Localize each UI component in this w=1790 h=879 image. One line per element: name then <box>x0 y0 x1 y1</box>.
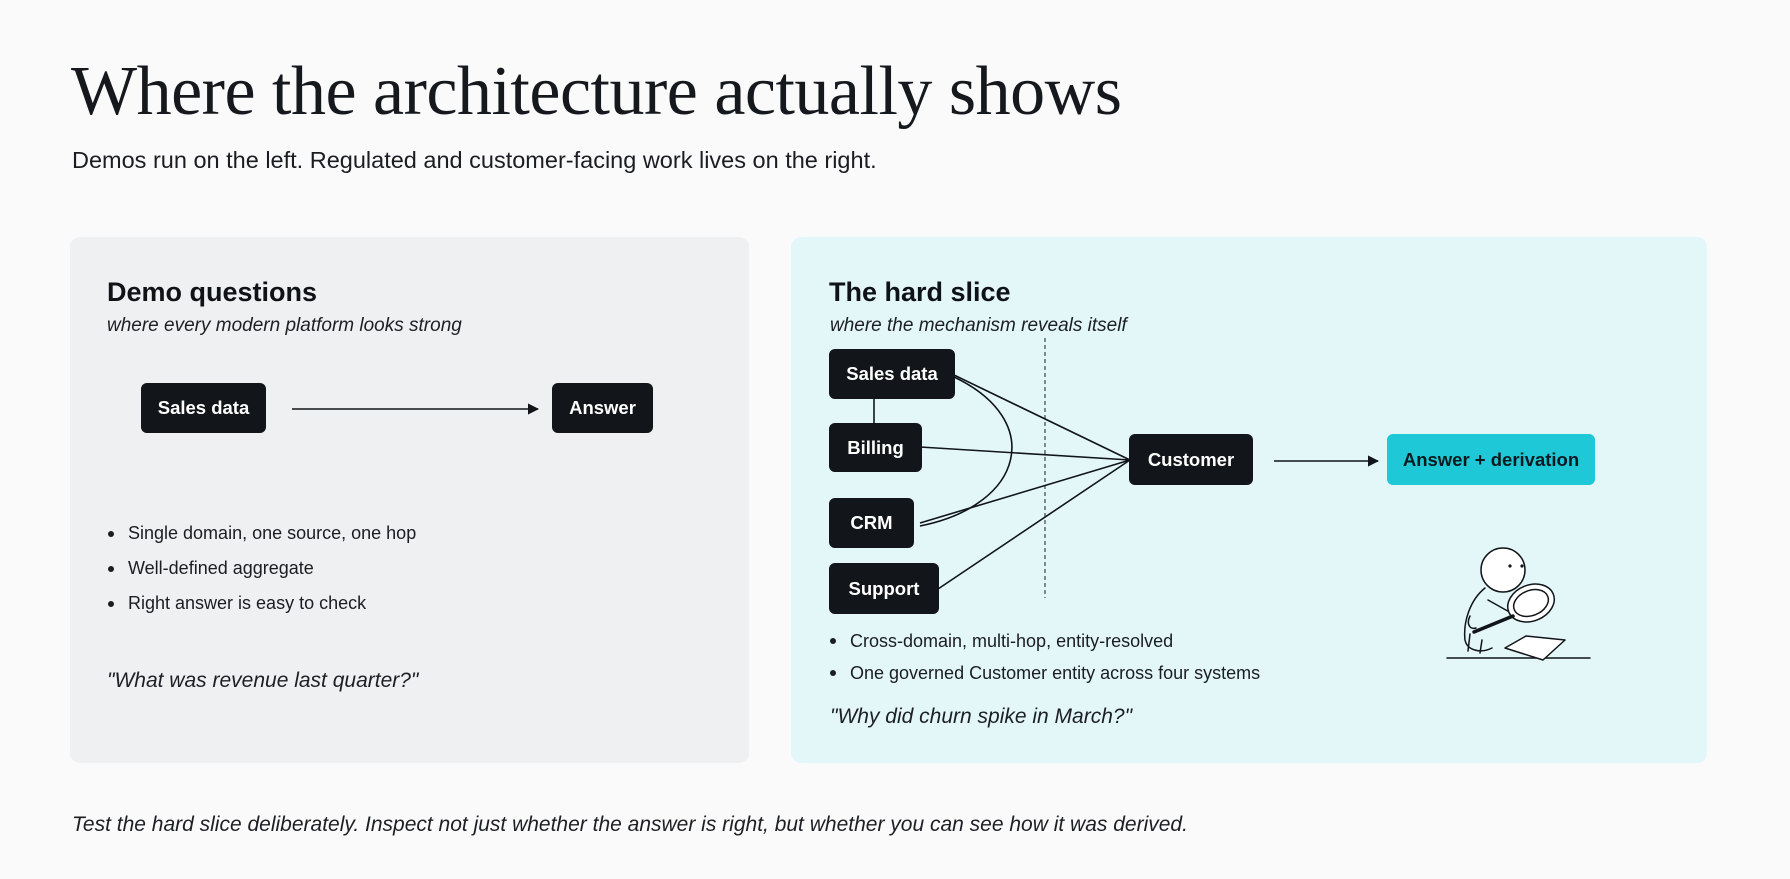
node-billing[interactable]: Billing <box>829 423 922 472</box>
node-customer[interactable]: Customer <box>1129 434 1253 485</box>
node-support[interactable]: Support <box>829 563 939 614</box>
node-answer-label: Answer <box>569 397 636 418</box>
hard-slice-panel <box>791 237 1707 763</box>
node-answer-derivation[interactable]: Answer + derivation <box>1387 434 1595 485</box>
demo-bullets: Single domain, one source, one hop Well-… <box>106 516 416 621</box>
list-item: Right answer is easy to check <box>106 586 416 621</box>
footer-note: Test the hard slice deliberately. Inspec… <box>72 813 1188 836</box>
hard-slice-bullets: Cross-domain, multi-hop, entity-resolved… <box>828 625 1260 689</box>
node-sales-data-label: Sales data <box>157 397 250 418</box>
list-item: One governed Customer entity across four… <box>828 657 1260 689</box>
node-answer[interactable]: Answer <box>552 383 653 433</box>
list-item: Single domain, one source, one hop <box>106 516 416 551</box>
node-billing-label: Billing <box>847 436 904 458</box>
page-title: Where the architecture actually shows <box>71 53 1122 130</box>
hard-slice-subtitle: where the mechanism reveals itself <box>830 315 1127 336</box>
list-item: Cross-domain, multi-hop, entity-resolved <box>828 625 1260 657</box>
node-answer-derivation-label: Answer + derivation <box>1402 448 1580 470</box>
demo-questions-title: Demo questions <box>107 277 318 307</box>
node-sales-data[interactable]: Sales data <box>829 349 955 399</box>
hard-slice-title: The hard slice <box>829 277 1011 307</box>
edge-sales-customer <box>953 374 1131 461</box>
list-item: Well-defined aggregate <box>106 551 416 586</box>
node-support-label: Support <box>848 577 920 599</box>
demo-questions-panel <box>70 237 749 763</box>
node-sales-data-label: Sales data <box>846 363 938 384</box>
page-subtitle: Demos run on the left. Regulated and cus… <box>72 147 877 173</box>
edge-support-customer <box>937 459 1131 590</box>
node-customer-label: Customer <box>1147 448 1235 470</box>
node-crm[interactable]: CRM <box>829 498 914 548</box>
demo-example-question: "What was revenue last quarter?" <box>107 669 419 692</box>
magnifier-person-icon <box>1446 547 1591 661</box>
edge-billing-customer <box>919 446 1131 461</box>
node-crm-label: CRM <box>850 512 893 533</box>
hard-slice-example-question: "Why did churn spike in March?" <box>830 705 1133 728</box>
demo-questions-subtitle: where every modern platform looks strong <box>107 315 462 336</box>
edge-crm-customer <box>919 459 1131 524</box>
node-sales-data[interactable]: Sales data <box>141 383 266 433</box>
edge-sales-crm <box>919 376 1013 527</box>
